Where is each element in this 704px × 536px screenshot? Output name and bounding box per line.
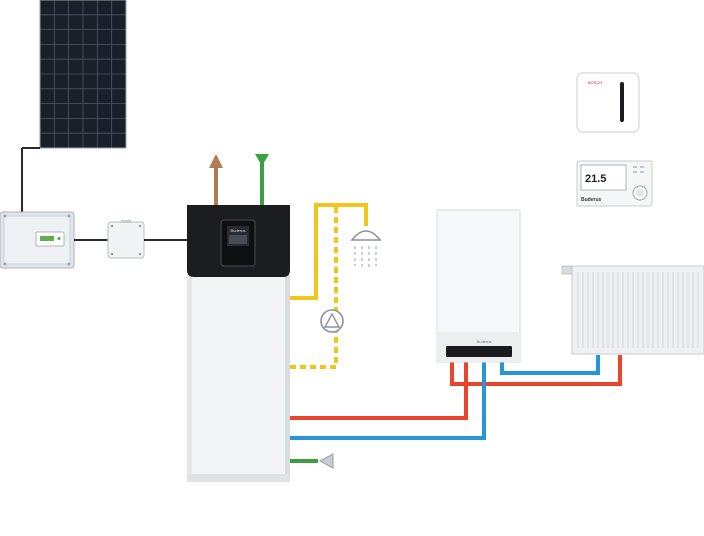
junction-box-icon [107,220,145,259]
solar-panel-icon [39,0,127,149]
thermostat-brand: Buderus [581,197,602,203]
shower-icon [350,230,382,270]
heat-pump-water-heater-icon: Buderus [187,205,290,482]
smart-gateway-icon: BOSCH [576,72,640,133]
cold-water-inlet [290,453,334,469]
heat-pump-brand: Buderus [231,228,246,233]
intake-air-pipe [255,154,269,205]
gateway-brand: BOSCH [588,80,602,85]
inverter-icon [0,211,75,269]
circulation-pump-icon [320,309,344,333]
room-controller-icon: 21.5 Buderus [576,160,653,207]
heating-return-pipe [290,355,600,440]
heating-flow-pipe [290,355,622,420]
radiator-icon [561,265,704,355]
thermostat-temperature: 21.5 [585,173,606,185]
exhaust-air-pipe [209,154,223,205]
boiler-brand: Buderus [477,339,492,344]
hot-water-pipe [290,203,368,369]
wall-boiler-icon: Buderus [436,209,521,363]
